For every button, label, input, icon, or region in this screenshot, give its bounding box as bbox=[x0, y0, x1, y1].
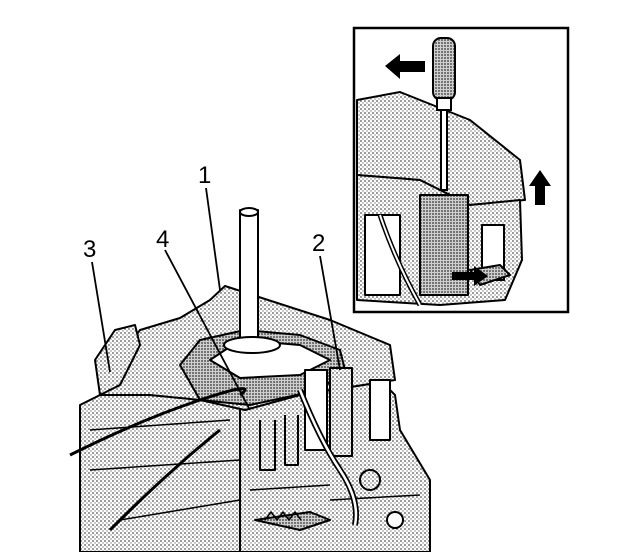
screwdriver-icon bbox=[432, 37, 456, 191]
right-tab-b bbox=[329, 367, 353, 457]
shifter-base bbox=[79, 394, 246, 552]
inset-detail bbox=[352, 26, 570, 314]
callout-4: 4 bbox=[156, 226, 170, 253]
right-tab-c bbox=[369, 379, 391, 441]
cable-left bbox=[69, 387, 247, 457]
main-assembly bbox=[69, 207, 431, 552]
left-bracket bbox=[94, 324, 141, 396]
spring bbox=[264, 511, 302, 521]
leader-lines bbox=[91, 187, 341, 411]
lever-boot bbox=[223, 336, 281, 354]
callout-2: 2 bbox=[312, 230, 326, 257]
callout-1: 1 bbox=[198, 162, 212, 189]
cable-lower bbox=[108, 428, 221, 532]
arrow-up-icon bbox=[529, 170, 551, 205]
right-tab-a bbox=[304, 369, 328, 451]
callout-3: 3 bbox=[83, 236, 97, 263]
arrow-left-icon bbox=[385, 54, 425, 79]
shift-lever-rod bbox=[239, 209, 259, 346]
arrow-right-icon bbox=[452, 266, 488, 286]
